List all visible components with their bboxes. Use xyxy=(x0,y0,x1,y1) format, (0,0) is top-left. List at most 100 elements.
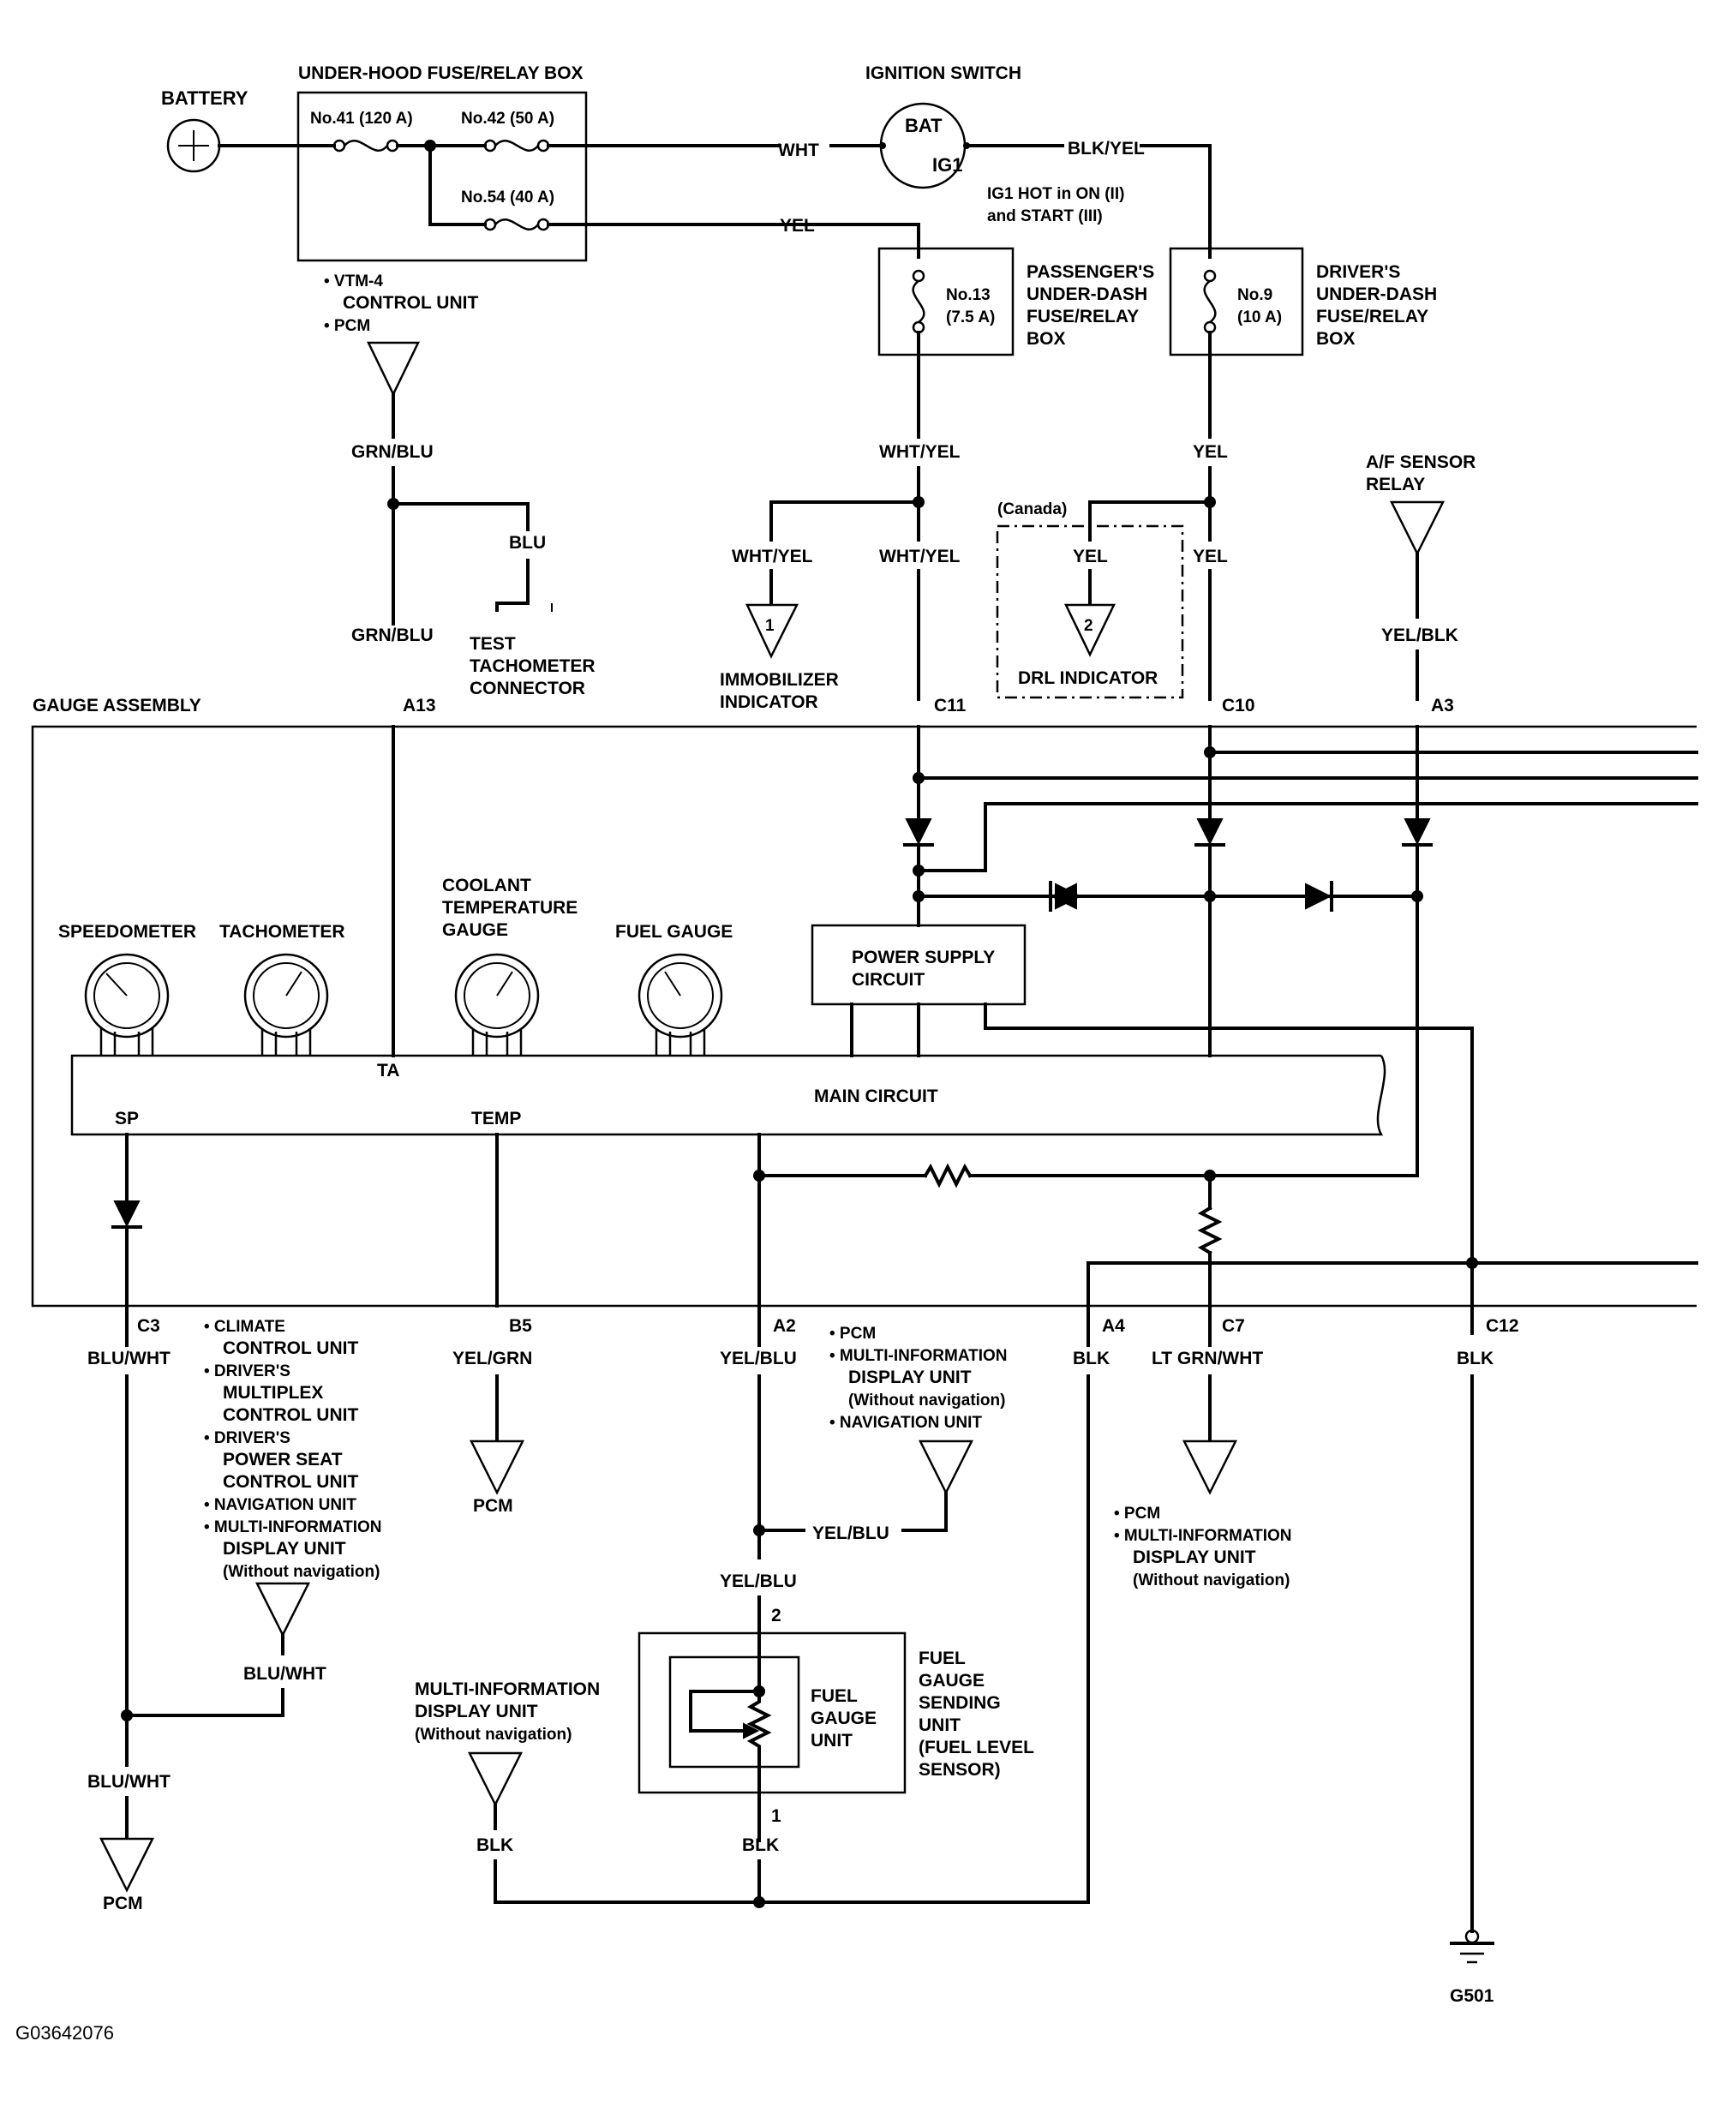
wire-grn-blu-label-2: GRN/BLU xyxy=(351,626,434,645)
passenger-box-label-4: BOX xyxy=(1027,329,1066,349)
wire-blk-yel-label: BLK/YEL xyxy=(1068,139,1145,159)
canada-label: (Canada) xyxy=(997,500,1067,518)
fuse-54-label: No.54 (40 A) xyxy=(461,189,554,207)
pin-2: 2 xyxy=(771,1606,781,1625)
wire-yel-label-2: YEL xyxy=(1193,442,1228,462)
wire-blu-wht-label-3: BLU/WHT xyxy=(87,1772,171,1792)
fuel-gauge xyxy=(638,953,723,1056)
driver-box-label-1: DRIVER'S xyxy=(1316,262,1400,282)
c7-dest-4: (Without navigation) xyxy=(1133,1571,1290,1589)
connector-c10: C10 xyxy=(1222,696,1255,715)
a2-dest-2: • MULTI-INFORMATION xyxy=(829,1347,1008,1365)
connector-b5: B5 xyxy=(509,1316,532,1336)
sp-dest-10: • MULTI-INFORMATION xyxy=(204,1518,382,1536)
test-tach-label-2: TACHOMETER xyxy=(470,656,596,676)
main-circuit xyxy=(70,1054,1386,1136)
battery-label: BATTERY xyxy=(161,87,248,109)
tachometer-gauge xyxy=(243,953,329,1056)
ground-label: G501 xyxy=(1450,1986,1494,2006)
pcm-label-1: PCM xyxy=(103,1894,143,1913)
vtm4-label-1: • VTM-4 xyxy=(324,272,383,290)
wire-blk-label-4: BLK xyxy=(1457,1349,1494,1368)
sp-dest-3: • DRIVER'S xyxy=(204,1362,290,1380)
mid-label-3: (Without navigation) xyxy=(415,1726,572,1744)
wire-wht-yel-label-1: WHT/YEL xyxy=(879,442,961,462)
immobilizer-label-2: INDICATOR xyxy=(720,692,818,712)
fuel-sender-label-4: UNIT xyxy=(919,1715,961,1735)
fuse-41-label: No.41 (120 A) xyxy=(310,110,413,128)
gauge-assembly-label: GAUGE ASSEMBLY xyxy=(33,696,201,715)
test-tach-label-1: TEST xyxy=(470,634,516,654)
ground-symbol xyxy=(1450,1929,1494,1964)
fuel-gauge-unit-box xyxy=(668,1655,800,1769)
terminal-temp: TEMP xyxy=(471,1109,521,1128)
passenger-box-label-1: PASSENGER'S xyxy=(1027,262,1154,282)
image-id: G03642076 xyxy=(15,2022,114,2044)
gauge-assembly-box xyxy=(31,725,1697,1308)
speedometer-gauge xyxy=(84,953,170,1056)
pcm-label-2: PCM xyxy=(473,1496,513,1516)
under-hood-box-label: UNDER-HOOD FUSE/RELAY BOX xyxy=(298,63,584,83)
fuse-42-label: No.42 (50 A) xyxy=(461,110,554,128)
connector-a2: A2 xyxy=(773,1316,796,1336)
wire-yel-blu-label-1: YEL/BLU xyxy=(720,1349,797,1368)
wire-blu-wht-label-2: BLU/WHT xyxy=(243,1664,326,1684)
connector-a3: A3 xyxy=(1431,696,1454,715)
fuel-sender-label-5: (FUEL LEVEL xyxy=(919,1738,1034,1757)
wire-wht-label: WHT xyxy=(778,141,819,160)
ig1-note-2: and START (III) xyxy=(987,207,1103,225)
immobilizer-label-1: IMMOBILIZER xyxy=(720,670,839,690)
mid-label-1: MULTI-INFORMATION xyxy=(415,1679,600,1699)
c7-dest-2: • MULTI-INFORMATION xyxy=(1114,1527,1292,1545)
drl-label: DRL INDICATOR xyxy=(1018,668,1158,688)
ignition-bat-label: BAT xyxy=(905,115,943,136)
fuel-gauge-label: FUEL GAUGE xyxy=(615,922,733,942)
drl-ref: 2 xyxy=(1084,617,1093,635)
sp-dest-5: CONTROL UNIT xyxy=(223,1405,358,1425)
coolant-label-1: COOLANT xyxy=(442,876,531,895)
wire-yel-label-4: YEL xyxy=(1073,547,1108,566)
wire-yel-grn-label: YEL/GRN xyxy=(452,1349,532,1368)
speedometer-label: SPEEDOMETER xyxy=(58,922,196,942)
power-supply-label-2: CIRCUIT xyxy=(852,970,925,990)
ignition-ig1-label: IG1 xyxy=(932,154,962,176)
wire-wht-yel-label-2: WHT/YEL xyxy=(732,547,813,566)
fuse-9-label-2: (10 A) xyxy=(1237,308,1282,326)
af-relay-label-2: RELAY xyxy=(1366,475,1425,494)
under-hood-fuse-box xyxy=(296,91,588,262)
sp-dest-12: (Without navigation) xyxy=(223,1563,380,1581)
c7-dest-3: DISPLAY UNIT xyxy=(1133,1547,1256,1567)
coolant-label-2: TEMPERATURE xyxy=(442,898,578,918)
test-tach-label-3: CONNECTOR xyxy=(470,679,585,698)
c7-dest-1: • PCM xyxy=(1114,1505,1160,1523)
terminal-ta: TA xyxy=(377,1061,399,1080)
wire-blk-label-3: BLK xyxy=(1073,1349,1110,1368)
fuel-sender-label-1: FUEL xyxy=(919,1649,966,1668)
wire-yel-blu-label-2: YEL/BLU xyxy=(812,1523,889,1543)
a2-dest-1: • PCM xyxy=(829,1325,876,1343)
terminal-sp: SP xyxy=(115,1109,139,1128)
driver-fuse-box xyxy=(1169,247,1304,356)
connector-a13: A13 xyxy=(403,696,436,715)
connector-c7: C7 xyxy=(1222,1316,1245,1336)
ignition-switch-label: IGNITION SWITCH xyxy=(865,63,1021,83)
immobilizer-ref: 1 xyxy=(765,617,775,635)
sp-dest-8: CONTROL UNIT xyxy=(223,1472,358,1492)
wire-yel-blu-label-3: YEL/BLU xyxy=(720,1571,797,1591)
wire-blk-label-2: BLK xyxy=(476,1835,513,1855)
a2-dest-3: DISPLAY UNIT xyxy=(848,1368,972,1387)
fuel-unit-label-3: UNIT xyxy=(811,1731,853,1751)
driver-box-label-2: UNDER-DASH xyxy=(1316,284,1437,304)
sp-dest-4: MULTIPLEX xyxy=(223,1383,323,1403)
main-circuit-label: MAIN CIRCUIT xyxy=(814,1086,938,1106)
sp-dest-6: • DRIVER'S xyxy=(204,1429,290,1447)
coolant-temperature-gauge xyxy=(454,953,540,1056)
wire-grn-blu-label-1: GRN/BLU xyxy=(351,442,434,462)
power-supply-label-1: POWER SUPPLY xyxy=(852,948,995,967)
fuel-sender-label-3: SENDING xyxy=(919,1693,1001,1713)
wire-yel-label-3: YEL xyxy=(1193,547,1228,566)
vtm4-label-2: CONTROL UNIT xyxy=(343,293,478,313)
passenger-box-label-3: FUSE/RELAY xyxy=(1027,307,1139,326)
fuse-9-label-1: No.9 xyxy=(1237,286,1272,304)
